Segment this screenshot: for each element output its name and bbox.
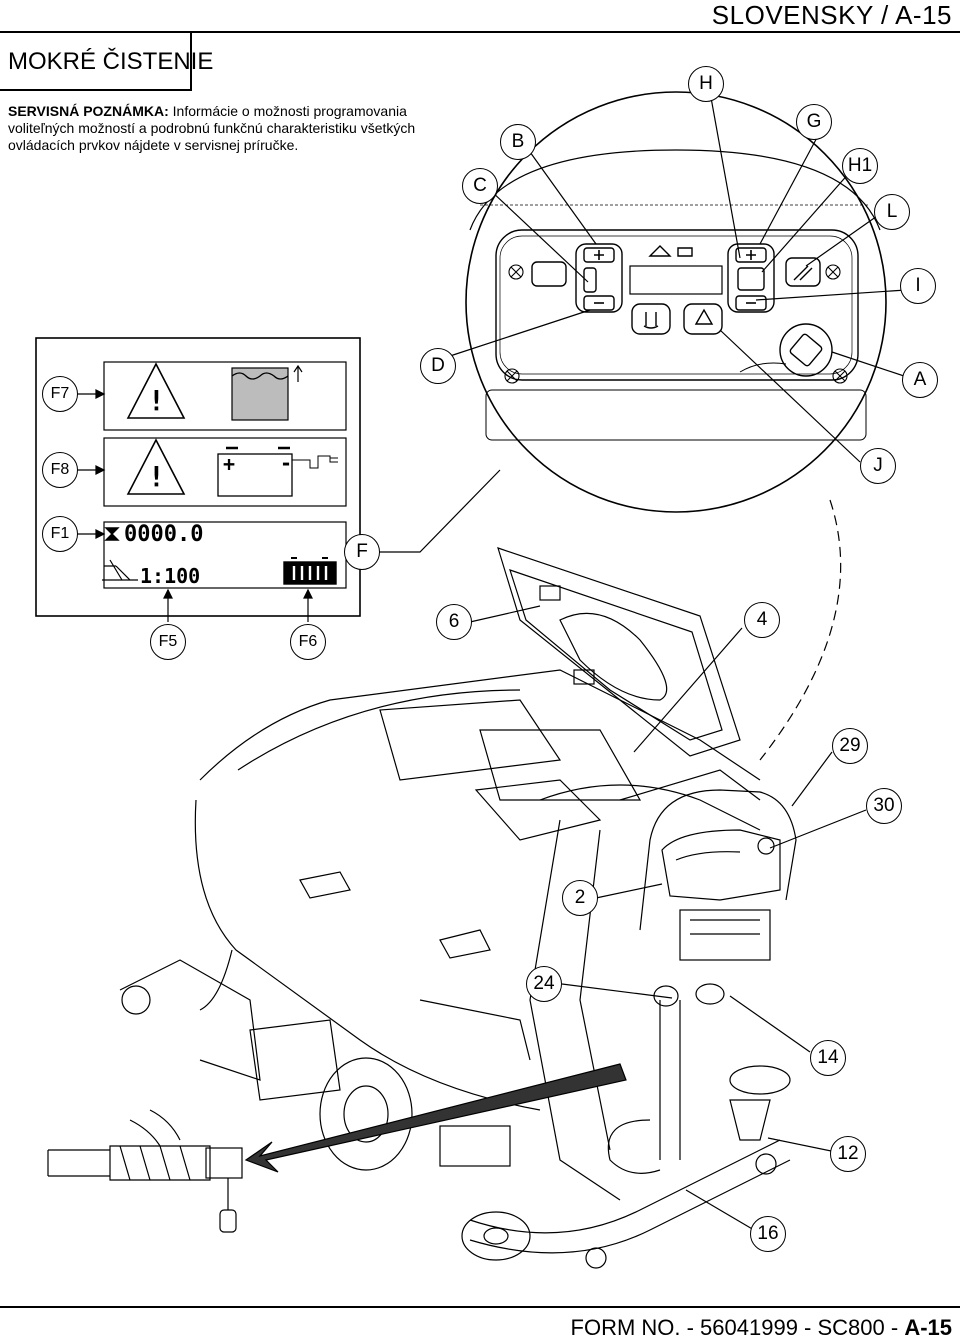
header-rule: [0, 31, 960, 33]
section-title-box: [0, 31, 192, 91]
machine-body: [47, 547, 797, 1269]
control-panel-detail: [465, 91, 887, 513]
footer-rule: [0, 1306, 960, 1308]
callout-F1: F1: [42, 516, 78, 552]
callout-J: J: [860, 448, 896, 484]
battery-plus: +: [223, 452, 236, 476]
callout-12: 12: [830, 1136, 866, 1172]
leader-lines: [72, 91, 911, 1231]
battery-minus: -: [280, 451, 293, 475]
footer-form-number: FORM NO. - 56041999 - SC800 - A-15: [571, 1315, 952, 1341]
service-note-label: SERVISNÁ POZNÁMKA:: [8, 103, 169, 119]
callout-H1: H1: [842, 148, 878, 184]
callout-G: G: [796, 104, 832, 140]
callout-29: 29: [832, 728, 868, 764]
callout-F8: F8: [42, 452, 78, 488]
callout-I: I: [900, 268, 936, 304]
callout-30: 30: [866, 788, 902, 824]
callout-F6: F6: [290, 624, 326, 660]
callout-H: H: [688, 66, 724, 102]
callout-B: B: [500, 124, 536, 160]
warning-mark-f8: !: [148, 460, 165, 493]
display-callout-box: [35, 337, 361, 617]
callout-14: 14: [810, 1040, 846, 1076]
footer-page-number: A-15: [904, 1315, 952, 1340]
service-note: SERVISNÁ POZNÁMKA: Informácie o možnosti…: [8, 103, 448, 154]
callout-F7: F7: [42, 376, 78, 412]
header-language-page: SLOVENSKY / A-15: [711, 0, 952, 30]
section-title: MOKRÉ ČISTENIE: [8, 48, 214, 75]
callout-F5: F5: [150, 624, 186, 660]
callout-D: D: [420, 348, 456, 384]
callout-F: F: [344, 534, 380, 570]
service-note-body: Informácie o možnosti programovania voli…: [8, 103, 416, 153]
callout-A: A: [902, 362, 938, 398]
footer-form-prefix: FORM NO. - 56041999 - SC800 -: [570, 1315, 905, 1340]
callout-4: 4: [744, 602, 780, 638]
warning-mark-f7: !: [148, 384, 165, 417]
callout-L: L: [874, 194, 910, 230]
detergent-ratio: 1:100: [140, 564, 201, 588]
callout-16: 16: [750, 1216, 786, 1252]
callout-C: C: [462, 168, 498, 204]
callout-24: 24: [526, 966, 562, 1002]
hour-meter-value: 0000.0: [124, 522, 204, 547]
callout-2: 2: [562, 880, 598, 916]
callout-6: 6: [436, 604, 472, 640]
